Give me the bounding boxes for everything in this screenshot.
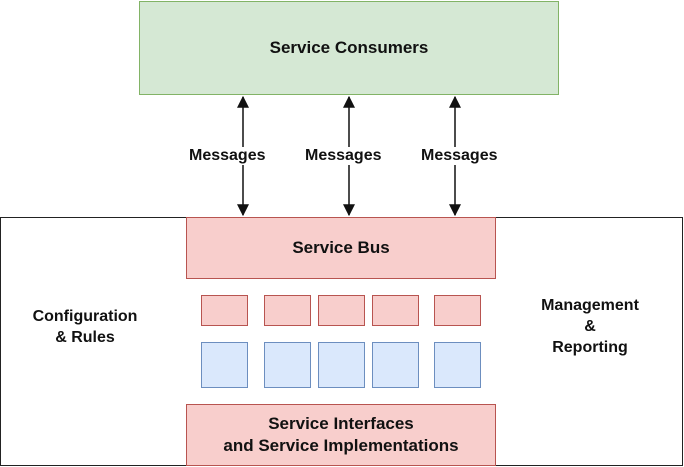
configuration-line-2: & Rules (55, 329, 115, 346)
component-blue-3 (318, 342, 365, 388)
management-line-3: Reporting (552, 339, 628, 356)
component-red-5 (434, 295, 481, 326)
service-interfaces-line-2: and Service Implementations (223, 436, 459, 455)
service-bus-node: Service Bus (186, 217, 496, 279)
edge-label-messages-2: Messages (303, 147, 384, 165)
management-line-1: Management (541, 297, 639, 314)
component-blue-1 (201, 342, 248, 388)
component-blue-2 (264, 342, 311, 388)
service-bus-label: Service Bus (292, 238, 390, 257)
component-blue-5 (434, 342, 481, 388)
service-interfaces-line-1: Service Interfaces (268, 414, 414, 433)
configuration-line-1: Configuration (32, 308, 138, 325)
configuration-rules-label: Configuration & Rules (14, 306, 156, 348)
management-reporting-label: Management & Reporting (520, 295, 660, 358)
service-consumers-label: Service Consumers (269, 38, 429, 57)
service-interfaces-node: Service Interfaces and Service Implement… (186, 404, 496, 466)
edge-label-messages-3: Messages (419, 147, 500, 165)
component-red-3 (318, 295, 365, 326)
service-consumers-node: Service Consumers (139, 1, 559, 95)
management-line-2: & (584, 318, 596, 335)
component-red-4 (372, 295, 419, 326)
component-blue-4 (372, 342, 419, 388)
component-red-1 (201, 295, 248, 326)
component-red-2 (264, 295, 311, 326)
edge-label-messages-1: Messages (187, 147, 268, 165)
